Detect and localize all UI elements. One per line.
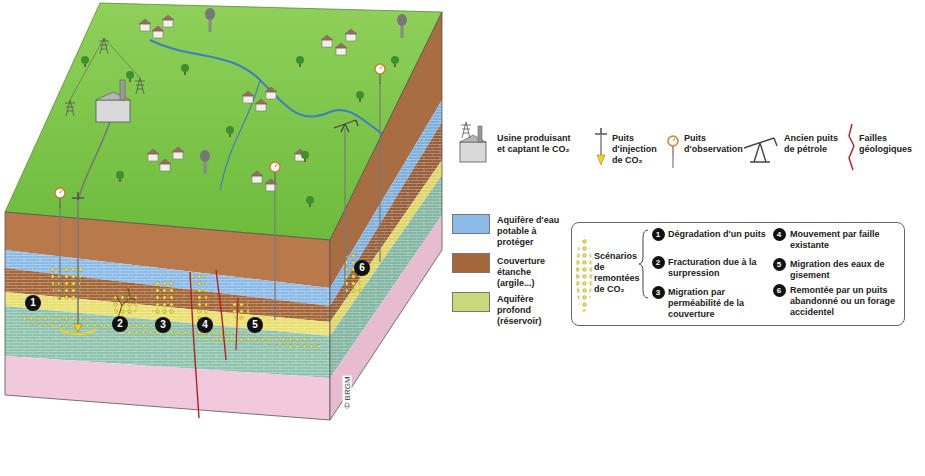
- callout-number: 2: [112, 316, 128, 332]
- scenario-item: Remontée par un puits abandonné ou un fo…: [790, 285, 900, 318]
- legend-text: Couverture étanche (argile...): [497, 256, 567, 289]
- scenario-box: Scénarios de remontées de CO₂ Dégradation…: [571, 222, 905, 326]
- callout-number: 3: [155, 317, 171, 333]
- scenario-number: 6: [773, 284, 786, 297]
- scenario-item: Migration par perméabilité de la couvert…: [668, 287, 768, 320]
- trees: [81, 56, 399, 207]
- side-face: [330, 12, 442, 420]
- houses: [139, 15, 357, 191]
- factory: [78, 80, 130, 200]
- legend-swatch: [452, 214, 490, 234]
- scenario-item: Mouvement par faille existante: [790, 229, 900, 251]
- legend-text: Aquifère profond (réservoir): [497, 294, 567, 327]
- scenario-number: 1: [652, 228, 665, 241]
- callout-number: 4: [197, 317, 213, 333]
- legend-swatch: [452, 292, 490, 312]
- callout-number: 1: [25, 295, 41, 311]
- callout-number: 5: [247, 317, 263, 333]
- scenario-heading: Scénarios de remontées de CO₂: [594, 251, 642, 295]
- legend-text: Aquifère d'eau potable à protéger: [497, 215, 567, 248]
- wells: [55, 64, 385, 334]
- legend-text: Failles géologiques: [859, 133, 919, 155]
- scenario-item: Migration des eaux de gisement: [790, 259, 900, 281]
- scenario-number: 5: [773, 258, 786, 271]
- callout-number: 6: [354, 260, 370, 276]
- scenario-number: 4: [773, 228, 786, 241]
- scenario-item: Fracturation due à la surpression: [668, 257, 768, 279]
- legend-icons: [460, 122, 854, 170]
- copyright-watermark: © BRGM: [343, 375, 352, 409]
- legend-text: Usine produisant et captant le CO₂: [497, 133, 573, 155]
- faults: [190, 270, 238, 418]
- fractures: [116, 288, 136, 318]
- scenario-sample: [576, 230, 648, 312]
- scenario-item: Dégradation d'un puits: [668, 229, 768, 240]
- scenario-number: 3: [652, 286, 665, 299]
- scenario-number: 2: [652, 256, 665, 269]
- legend-swatch: [452, 253, 490, 273]
- legend-text: Ancien puits de pétrole: [784, 133, 842, 155]
- front-face: [5, 212, 330, 420]
- legend-text: Puits d'observation: [684, 133, 738, 155]
- legend-text: Puits d'injection de CO₂: [612, 133, 662, 166]
